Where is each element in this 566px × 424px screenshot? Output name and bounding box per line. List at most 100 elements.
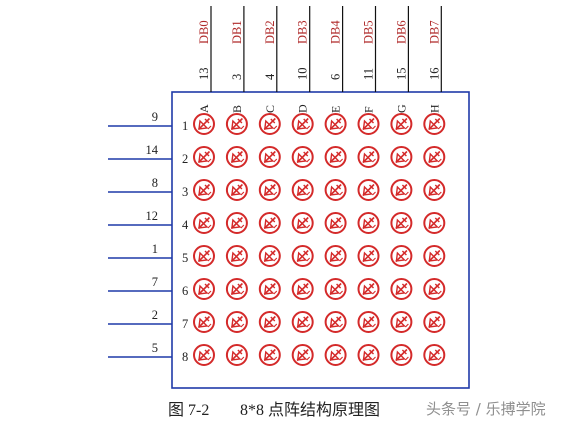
led-diode-bar	[237, 217, 243, 223]
row-pin-number: 14	[146, 143, 159, 157]
led-emission-mark	[437, 191, 442, 196]
led-diode-triangle	[395, 284, 406, 295]
led-emission-mark	[339, 158, 343, 163]
led-diode-bar	[303, 316, 309, 322]
led-emission-mark	[372, 323, 376, 328]
led-emission-mark	[339, 257, 343, 262]
led-diode-triangle	[329, 284, 341, 295]
led-d4	[291, 212, 314, 234]
led-diode-triangle	[428, 317, 439, 328]
column-pin-number: 11	[362, 68, 376, 80]
led-c3	[258, 179, 281, 201]
led-f2	[357, 146, 380, 168]
led-diode-triangle	[231, 317, 242, 328]
led-emission-mark	[240, 356, 245, 361]
led-emission-mark	[273, 323, 278, 328]
row-pin-number: 1	[152, 242, 158, 256]
led-diode-bar	[434, 316, 440, 322]
matrix-frame	[171, 91, 470, 389]
led-g3	[390, 179, 413, 201]
row-2: 14 2	[108, 143, 446, 168]
led-diode-bar	[369, 184, 374, 190]
led-emission-mark	[273, 191, 278, 196]
column-letter: H	[427, 104, 441, 113]
led-diode-triangle	[428, 185, 439, 196]
led-b6	[225, 278, 248, 300]
led-diode-triangle	[329, 152, 341, 163]
led-diode-triangle	[395, 218, 406, 229]
led-diode-lead	[230, 348, 243, 362]
column-pin-number: 15	[394, 68, 408, 81]
led-diode-bar	[434, 217, 440, 223]
led-diode-triangle	[296, 251, 308, 262]
led-diode-lead	[362, 249, 375, 263]
led-h6	[423, 278, 446, 300]
led-emission-mark	[405, 356, 409, 361]
led-diode-bar	[303, 250, 309, 256]
column-letter: C	[263, 105, 277, 113]
led-g1	[390, 113, 413, 135]
led-emission-mark	[306, 191, 311, 196]
led-diode-bar	[237, 349, 243, 355]
led-diode-lead	[263, 348, 276, 362]
led-diode-triangle	[362, 284, 374, 295]
led-emission-mark	[273, 257, 278, 262]
led-diode-bar	[336, 217, 342, 223]
led-emission-mark	[437, 224, 442, 229]
led-diode-lead	[395, 315, 408, 329]
led-d2	[291, 146, 314, 168]
led-emission-mark	[372, 224, 376, 229]
led-c8	[258, 344, 281, 366]
led-diode-triangle	[198, 317, 209, 328]
led-diode-lead	[395, 249, 408, 263]
column-letter: A	[197, 104, 211, 113]
led-emission-mark	[207, 224, 212, 229]
led-emission-mark	[207, 125, 212, 130]
led-diode-lead	[263, 216, 276, 230]
led-e3	[324, 179, 347, 201]
led-diode-lead	[428, 315, 441, 329]
led-diode-lead	[296, 282, 309, 296]
led-diode-bar	[401, 283, 407, 289]
led-diode-lead	[263, 282, 276, 296]
row-index: 2	[182, 152, 188, 166]
led-diode-triangle	[231, 152, 242, 163]
column-bus-label: DB0	[197, 20, 211, 44]
led-diode-bar	[369, 316, 374, 322]
led-emission-mark	[207, 323, 212, 328]
led-diode-triangle	[198, 350, 209, 361]
led-diode-lead	[395, 348, 408, 362]
led-diode-lead	[428, 348, 441, 362]
led-b3	[225, 179, 248, 201]
led-a8	[193, 344, 215, 366]
led-diode-lead	[263, 315, 276, 329]
led-diode-bar	[401, 316, 407, 322]
led-emission-mark	[306, 290, 311, 295]
led-emission-mark	[372, 191, 376, 196]
led-diode-bar	[401, 118, 407, 124]
led-diode-triangle	[296, 152, 308, 163]
led-emission-mark	[207, 356, 212, 361]
led-emission-mark	[339, 224, 343, 229]
led-emission-mark	[240, 290, 245, 295]
led-emission-mark	[437, 290, 442, 295]
led-diode-lead	[296, 348, 309, 362]
row-5: 15	[108, 242, 446, 267]
led-emission-mark	[339, 191, 343, 196]
row-1: 91	[108, 110, 446, 135]
led-diode-bar	[401, 184, 407, 190]
led-h1	[423, 113, 446, 135]
led-emission-mark	[405, 224, 409, 229]
led-diode-lead	[230, 282, 243, 296]
led-diode-lead	[197, 315, 211, 329]
column-letter: B	[230, 105, 244, 113]
led-emission-mark	[240, 224, 245, 229]
led-emission-mark	[437, 158, 442, 163]
led-emission-mark	[240, 323, 245, 328]
led-d3	[291, 179, 314, 201]
led-diode-triangle	[362, 218, 374, 229]
led-diode-lead	[428, 183, 441, 197]
